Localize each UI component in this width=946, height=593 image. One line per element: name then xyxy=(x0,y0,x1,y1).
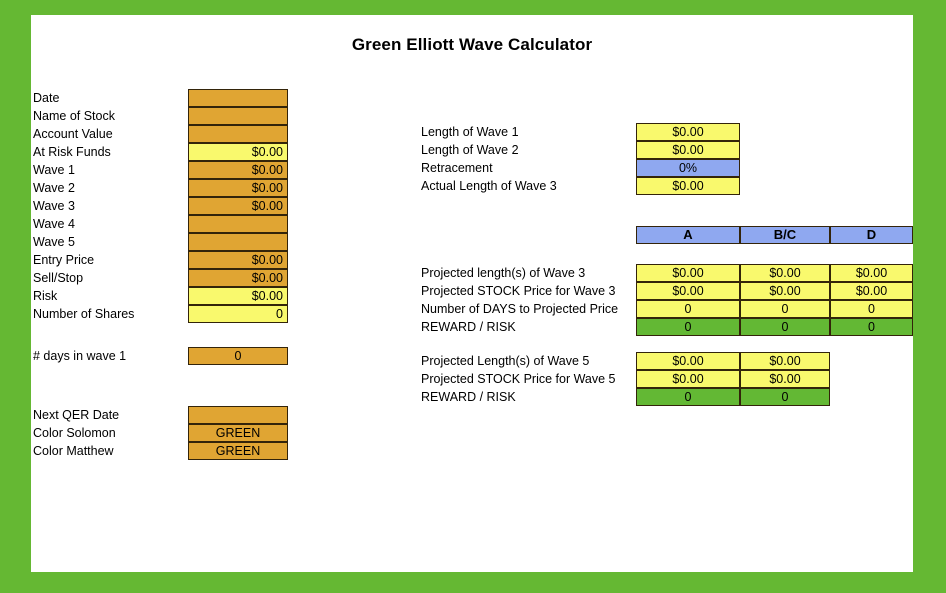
row-label-name-of-stock: Name of Stock xyxy=(33,109,115,123)
input-cell-wave-5[interactable] xyxy=(188,233,288,251)
row-label-wave-5: Wave 5 xyxy=(33,235,75,249)
row-label-date: Date xyxy=(33,91,60,105)
cell-number-of-days-to-projected-price-col-a[interactable]: 0 xyxy=(636,300,740,318)
input-cell-length-of-wave-2[interactable]: $0.00 xyxy=(636,141,740,159)
column-header-b-c: B/C xyxy=(740,226,830,244)
cell-projected-stock-price-for-wave-3-col-a[interactable]: $0.00 xyxy=(636,282,740,300)
row-label-retracement: Retracement xyxy=(421,161,493,175)
input-cell-at-risk-funds[interactable]: $0.00 xyxy=(188,143,288,161)
input-cell-retracement[interactable]: 0% xyxy=(636,159,740,177)
row-label-at-risk-funds: At Risk Funds xyxy=(33,145,111,159)
cell-projected-length-s-of-wave-3-col-d[interactable]: $0.00 xyxy=(830,264,913,282)
cell-reward-risk-col-b-c[interactable]: 0 xyxy=(740,318,830,336)
row-label-next-qer-date: Next QER Date xyxy=(33,408,120,422)
input-cell-next-qer-date[interactable] xyxy=(188,406,288,424)
cell-reward-risk-col-d[interactable]: 0 xyxy=(830,318,913,336)
cell-projected-stock-price-for-wave-3-col-d[interactable]: $0.00 xyxy=(830,282,913,300)
column-header-a: A xyxy=(636,226,740,244)
input-cell-color-solomon[interactable]: GREEN xyxy=(188,424,288,442)
cell-projected-stock-price-for-wave-3-col-b-c[interactable]: $0.00 xyxy=(740,282,830,300)
input-cell-sell-stop[interactable]: $0.00 xyxy=(188,269,288,287)
cell-number-of-days-to-projected-price-col-b-c[interactable]: 0 xyxy=(740,300,830,318)
row-label-color-matthew: Color Matthew xyxy=(33,444,114,458)
row-label-wave-1: Wave 1 xyxy=(33,163,75,177)
row-label-entry-price: Entry Price xyxy=(33,253,95,267)
row-label-projected-stock-price-for-wave-5: Projected STOCK Price for Wave 5 xyxy=(421,372,616,386)
cell-projected-length-s-of-wave-5-col-b-c[interactable]: $0.00 xyxy=(740,352,830,370)
input-cell-name-of-stock[interactable] xyxy=(188,107,288,125)
cell-reward-risk-col-a[interactable]: 0 xyxy=(636,388,740,406)
input-cell-date[interactable] xyxy=(188,89,288,107)
row-label-number-of-days-to-projected-price: Number of DAYS to Projected Price xyxy=(421,302,619,316)
row-label-number-of-shares: Number of Shares xyxy=(33,307,135,321)
cell-projected-stock-price-for-wave-5-col-a[interactable]: $0.00 xyxy=(636,370,740,388)
page-title: Green Elliott Wave Calculator xyxy=(351,35,593,54)
row-label-wave-3: Wave 3 xyxy=(33,199,75,213)
row-label-account-value: Account Value xyxy=(33,127,113,141)
cell-projected-stock-price-for-wave-5-col-b-c[interactable]: $0.00 xyxy=(740,370,830,388)
input-cell-color-matthew[interactable]: GREEN xyxy=(188,442,288,460)
input-cell-wave-4[interactable] xyxy=(188,215,288,233)
cell-projected-length-s-of-wave-5-col-a[interactable]: $0.00 xyxy=(636,352,740,370)
row-label-days-in-wave-1: # days in wave 1 xyxy=(33,349,127,363)
row-label-wave-4: Wave 4 xyxy=(33,217,75,231)
input-cell-entry-price[interactable]: $0.00 xyxy=(188,251,288,269)
row-label-length-of-wave-2: Length of Wave 2 xyxy=(421,143,519,157)
row-label-wave-2: Wave 2 xyxy=(33,181,75,195)
cell-reward-risk-col-a[interactable]: 0 xyxy=(636,318,740,336)
cell-projected-length-s-of-wave-3-col-b-c[interactable]: $0.00 xyxy=(740,264,830,282)
row-label-length-of-wave-1: Length of Wave 1 xyxy=(421,125,519,139)
row-label-actual-length-of-wave-3: Actual Length of Wave 3 xyxy=(421,179,557,193)
row-label-projected-stock-price-for-wave-3: Projected STOCK Price for Wave 3 xyxy=(421,284,616,298)
row-label-color-solomon: Color Solomon xyxy=(33,426,116,440)
input-cell-days-in-wave-1[interactable]: 0 xyxy=(188,347,288,365)
input-cell-wave-1[interactable]: $0.00 xyxy=(188,161,288,179)
input-cell-wave-3[interactable]: $0.00 xyxy=(188,197,288,215)
cell-projected-length-s-of-wave-3-col-a[interactable]: $0.00 xyxy=(636,264,740,282)
input-cell-wave-2[interactable]: $0.00 xyxy=(188,179,288,197)
cell-reward-risk-col-b-c[interactable]: 0 xyxy=(740,388,830,406)
row-label-projected-length-s-of-wave-3: Projected length(s) of Wave 3 xyxy=(421,266,586,280)
cell-number-of-days-to-projected-price-col-d[interactable]: 0 xyxy=(830,300,913,318)
row-label-reward-risk: REWARD / RISK xyxy=(421,320,516,334)
row-label-reward-risk: REWARD / RISK xyxy=(421,390,516,404)
input-cell-length-of-wave-1[interactable]: $0.00 xyxy=(636,123,740,141)
row-label-sell-stop: Sell/Stop xyxy=(33,271,84,285)
row-label-projected-length-s-of-wave-5: Projected Length(s) of Wave 5 xyxy=(421,354,590,368)
input-cell-number-of-shares[interactable]: 0 xyxy=(188,305,288,323)
column-header-d: D xyxy=(830,226,913,244)
input-cell-actual-length-of-wave-3[interactable]: $0.00 xyxy=(636,177,740,195)
input-cell-risk[interactable]: $0.00 xyxy=(188,287,288,305)
row-label-risk: Risk xyxy=(33,289,58,303)
input-cell-account-value[interactable] xyxy=(188,125,288,143)
